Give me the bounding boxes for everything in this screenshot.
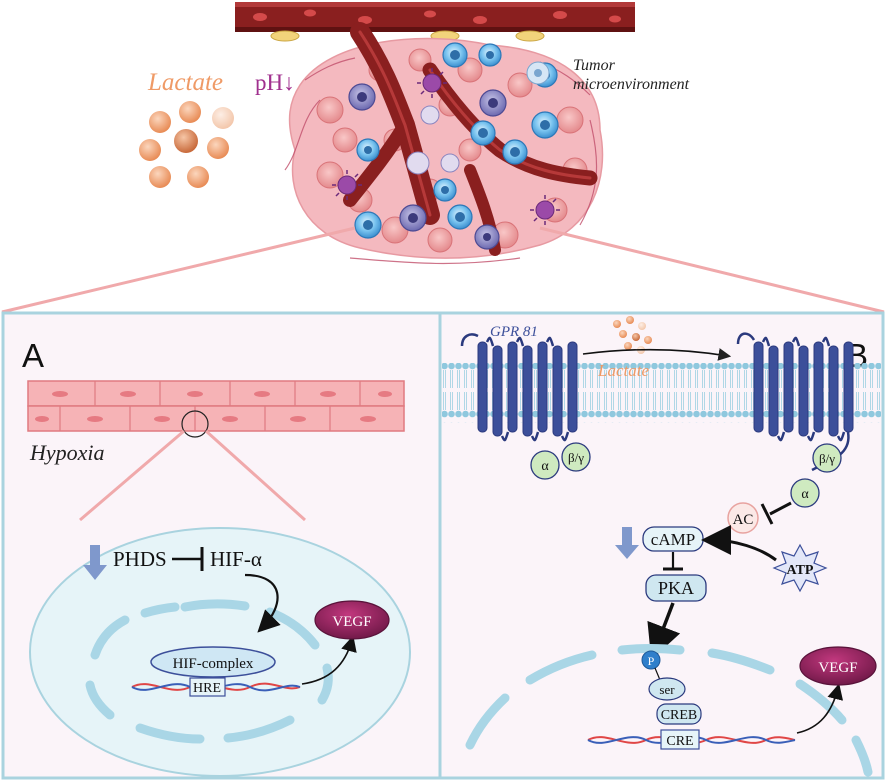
g-alpha-right-label: α: [801, 487, 809, 502]
nuclear-envelope-a: [85, 599, 333, 744]
phds-label: PHDS: [113, 547, 167, 571]
g-beta-gamma-left: [561, 442, 591, 472]
creb-label: CREB: [661, 708, 698, 723]
vegf-b-label: VEGF: [818, 660, 857, 676]
starburst-icon: [772, 543, 828, 593]
creb-box: [656, 703, 702, 725]
down-arrow-icon: [83, 545, 107, 580]
gpr81-receptor-left: [460, 333, 578, 442]
tumor-scene: Lactate pH↓ Tumor microenvironment: [1, 2, 885, 314]
vegf-a: [314, 600, 390, 640]
ac-label: AC: [733, 512, 754, 528]
pka-box: [645, 574, 707, 602]
receptor-label: GPR 81: [490, 324, 538, 340]
dna-icon: [587, 736, 796, 744]
hre-label: HRE: [193, 681, 221, 696]
cre-label: CRE: [666, 734, 693, 749]
endothelium: [27, 380, 405, 432]
ser-label: ser: [659, 682, 675, 697]
phosphate-label: P: [648, 654, 655, 668]
hif-alpha-label: HIF-α: [210, 547, 262, 571]
hre-box: [189, 677, 226, 697]
arrow-icon: [244, 573, 281, 633]
hif-complex-label: HIF-complex: [173, 656, 254, 672]
adenylyl-cyclase: [727, 502, 759, 534]
zoom-circle: [181, 410, 209, 438]
hif-complex: [150, 646, 276, 678]
tumor-label-line2: microenvironment: [573, 76, 690, 93]
cre-box: [660, 729, 700, 750]
atp-label: ATP: [787, 563, 814, 578]
vegf-b: [799, 646, 877, 686]
g-beta-gamma-right-label: β/γ: [819, 451, 835, 466]
g-beta-gamma-left-label: β/γ: [568, 450, 584, 465]
gpr81-receptor-right: [736, 332, 854, 472]
panel-a-letter: A: [22, 337, 44, 374]
lactate-small: [613, 316, 652, 354]
phosphate: [641, 650, 661, 670]
panel-a: A Hypoxia: [22, 337, 411, 777]
tumor-label-line1: Tumor: [573, 57, 616, 74]
g-alpha-left: [530, 450, 560, 480]
g-alpha-right: [790, 478, 820, 508]
vegf-a-label: VEGF: [332, 614, 371, 630]
g-beta-gamma-right: [812, 443, 842, 473]
lactate-label: Lactate: [147, 69, 223, 96]
ser-site: [648, 677, 686, 701]
g-alpha-left-label: α: [541, 459, 549, 474]
nuclear-envelope-b: [465, 644, 873, 777]
ph-label: pH↓: [255, 70, 295, 95]
pka-label: PKA: [658, 578, 694, 598]
inhibition-icon: [769, 501, 792, 516]
down-arrow-icon: [615, 527, 639, 559]
hypoxia-label: Hypoxia: [29, 440, 105, 465]
lactate-b-label: Lactate: [597, 361, 649, 380]
lactate-droplets: [139, 101, 234, 188]
panel-b: B GPR 81: [442, 316, 881, 777]
camp-label: cAMP: [651, 530, 695, 549]
